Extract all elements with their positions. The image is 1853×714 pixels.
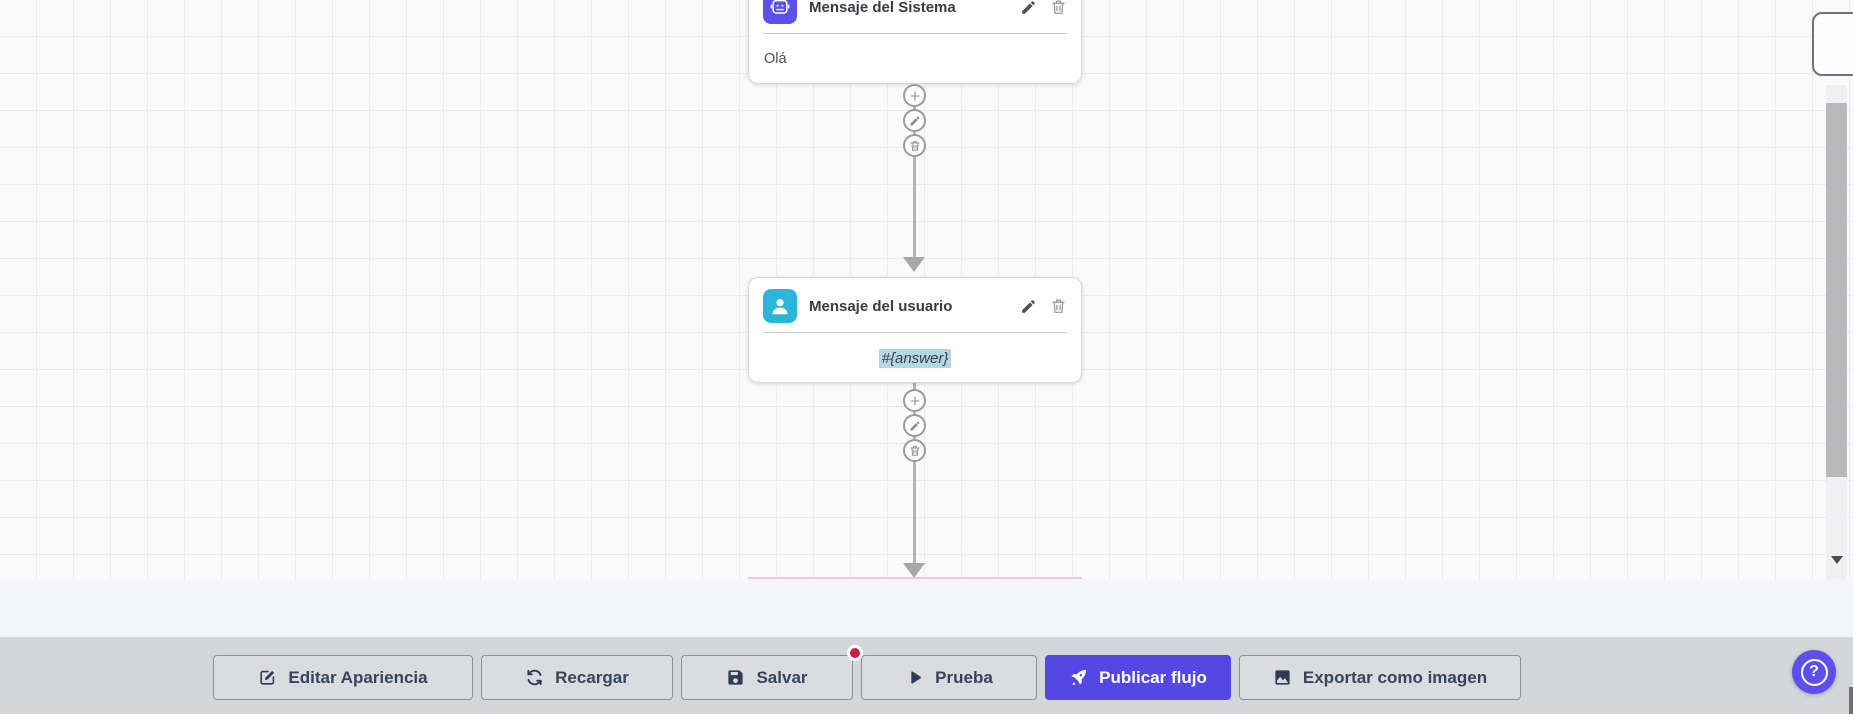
node-title: Mensaje del Sistema: [809, 0, 956, 16]
refresh-icon: [527, 669, 542, 686]
floating-panel: [1812, 12, 1853, 76]
button-label: Recargar: [555, 667, 629, 687]
edit-appearance-button[interactable]: Editar Apariencia: [213, 655, 473, 700]
export-image-button[interactable]: Exportar como imagen: [1239, 655, 1521, 700]
node-divider: [763, 33, 1067, 34]
node-content: #{answer}: [749, 333, 1081, 383]
rocket-icon: [1071, 669, 1087, 686]
node-header: Mensaje del Sistema: [749, 0, 1081, 33]
toolbar-button-row: Editar Apariencia Recargar Salvar Prueba: [213, 645, 1521, 700]
canvas-guide-line: [748, 577, 1082, 579]
edit-node-icon[interactable]: [1020, 298, 1037, 315]
play-icon: [911, 671, 922, 684]
canvas-footer-strip: [0, 579, 1853, 637]
publish-flow-button[interactable]: Publicar flujo: [1045, 655, 1231, 700]
edge-arrowhead-icon: [903, 563, 925, 578]
button-label: Editar Apariencia: [288, 667, 428, 687]
reload-button[interactable]: Recargar: [481, 655, 673, 700]
delete-node-icon[interactable]: [1050, 298, 1067, 315]
connection-edge: [913, 79, 916, 261]
test-button[interactable]: Prueba: [861, 655, 1037, 700]
question-mark-icon: ?: [1800, 658, 1828, 686]
edit-edge-button[interactable]: [903, 109, 926, 132]
delete-edge-button[interactable]: [903, 134, 926, 157]
node-title: Mensaje del usuario: [809, 297, 953, 315]
node-content: Olá: [764, 51, 787, 67]
button-label: Exportar como imagen: [1302, 667, 1488, 687]
add-node-button[interactable]: [903, 389, 926, 412]
edit-edge-button[interactable]: [903, 414, 926, 437]
edge-arrowhead-icon: [903, 257, 925, 272]
scroll-down-arrow-icon[interactable]: [1831, 556, 1843, 564]
variable-token: #{answer}: [878, 348, 952, 368]
edit-node-icon[interactable]: [1020, 0, 1037, 16]
user-icon: [763, 289, 797, 323]
unsaved-changes-badge: [847, 645, 863, 661]
node-divider: [763, 332, 1067, 333]
node-header: Mensaje del usuario: [749, 278, 1081, 332]
help-button[interactable]: ?: [1792, 650, 1836, 694]
button-label: Prueba: [935, 667, 993, 687]
button-label: Publicar flujo: [1099, 667, 1207, 687]
button-label: Salvar: [756, 667, 808, 687]
connection-edge: [913, 383, 916, 564]
save-button[interactable]: Salvar: [681, 645, 863, 700]
scrollbar-thumb[interactable]: [1826, 103, 1847, 477]
delete-node-icon[interactable]: [1050, 0, 1067, 16]
image-icon: [1275, 670, 1290, 685]
page-scrollbar-thumb[interactable]: [1849, 687, 1853, 714]
edit-square-icon: [260, 670, 275, 685]
node-user-message[interactable]: Mensaje del usuario: [748, 277, 1082, 383]
vertical-scrollbar[interactable]: [1826, 85, 1847, 579]
flow-canvas[interactable]: Mensaje del Sistema: [0, 0, 1853, 579]
robot-icon: [763, 0, 797, 24]
save-icon: [728, 670, 744, 685]
add-node-button[interactable]: [903, 84, 926, 107]
node-system-message[interactable]: Mensaje del Sistema: [748, 0, 1082, 84]
delete-edge-button[interactable]: [903, 439, 926, 462]
